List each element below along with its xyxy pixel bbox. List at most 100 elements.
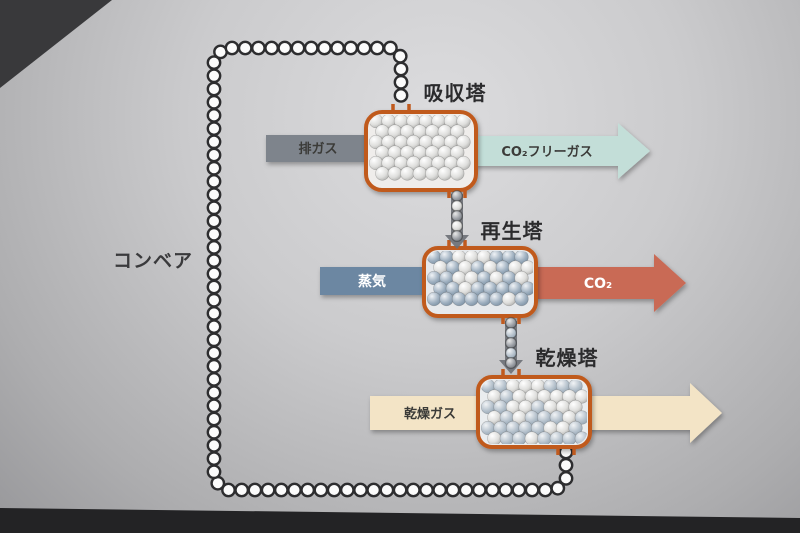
tower-bead [574,389,587,404]
background-corner-shadow [0,0,112,88]
conveyor-bead [206,226,222,242]
tower-bead [489,291,504,307]
conveyor-bead [326,482,342,498]
exhaust-gas-arrow: 排ガス [266,135,372,162]
tower-bead [456,115,471,129]
conveyor-bead [419,482,434,498]
conveyor-bead [237,40,253,56]
conveyor-bead [369,40,385,56]
conveyor-bead [206,173,222,189]
steam-arrow: 蒸気 [320,267,428,295]
absorption-tower [364,104,478,198]
co2-label: CO₂ [584,276,612,292]
conveyor-bead [206,239,222,255]
conveyor-bead [206,253,222,269]
conveyor-bead [471,482,487,498]
conveyor-bead [247,482,263,498]
conveyor-bead [206,147,222,163]
drying-tower-label: 乾燥塔 [536,346,599,370]
conveyor-bead [206,213,222,229]
conveyor-bead [206,266,222,282]
tower-bead [464,291,479,307]
conveyor-bead [290,40,306,56]
conveyor-bead [313,482,329,498]
tower-bead [499,431,514,444]
conveyor-bead [234,482,250,498]
conveyor-bead [206,292,222,308]
conveyor-bead [206,68,222,84]
conveyor-bead [303,40,319,56]
drying-tower [476,369,592,455]
tower-bead [514,270,529,286]
drop-bead [505,337,518,350]
conveyor-bead [382,40,398,56]
conveyor-bead [537,482,553,498]
tower-bead [568,380,583,394]
exhaust-gas-label: 排ガス [298,141,337,157]
co2-free-gas-label: CO₂フリーガス [501,145,592,160]
conveyor-bead [206,424,222,440]
conveyor-bead [250,40,266,56]
tower-bead [439,291,454,307]
tower-bead [574,410,587,425]
tower-bead [450,124,465,139]
tower-bead [387,166,402,181]
tower-bead [427,291,442,307]
co2-arrow: CO₂ [534,254,686,312]
conveyor-bead [206,134,222,150]
conveyor-bead [206,108,222,123]
conveyor-bead [300,482,316,498]
drop-bead [451,200,464,213]
conveyor-bead [206,121,222,137]
conveyor-bead [264,40,279,56]
conveyor-bead [206,371,222,387]
conveyor-bead [392,482,408,498]
conveyor-bead [393,88,409,103]
drop-bead [451,190,464,203]
conveyor-bead [558,470,574,486]
conveyor-bead [206,464,222,480]
conveyor-bead [393,74,409,90]
conveyor-bead [287,482,302,498]
drop-bead [505,357,518,370]
tower-neck [391,104,467,198]
drop-bead [505,347,518,360]
conveyor-bead [379,482,395,498]
conveyor-bead [524,482,540,498]
tower-bead [412,166,427,181]
conveyor-bead [392,48,408,64]
conveyor-bead [356,40,372,56]
conveyor-bead [550,480,566,496]
drop-bead [451,230,464,243]
tower-bead [456,155,471,171]
conveyor-bead [206,81,222,97]
tower-bead [425,166,440,181]
drop-bead [451,210,464,223]
tower-bead [450,166,465,181]
tower-bead [487,431,502,444]
conveyor-bead [558,457,574,473]
regeneration-tower [422,240,538,324]
conveyor-bead [353,482,368,498]
tower-bead [476,291,492,307]
conveyor-bead [366,482,382,498]
tower-bead [437,166,452,181]
tower-bead [537,431,552,444]
conveyor-bead [206,279,222,295]
conveyor-bead [206,319,222,334]
regeneration-tower-label: 再生塔 [481,219,544,243]
drying-gas-label: 乾燥ガス [404,406,456,422]
drop-bead [505,327,518,340]
tower-bead [501,291,517,307]
tower-bead [451,291,467,307]
conveyor-bead [206,385,222,400]
conveyor-bead [206,358,222,374]
tower-bead [520,281,533,296]
tower-bead [450,145,465,160]
tower-bead [568,420,583,436]
tower-bead [568,399,583,415]
conveyor-bead [206,200,222,216]
conveyor-bead [206,411,222,427]
conveyor-bead [206,398,222,414]
conveyor-bead [511,482,527,498]
